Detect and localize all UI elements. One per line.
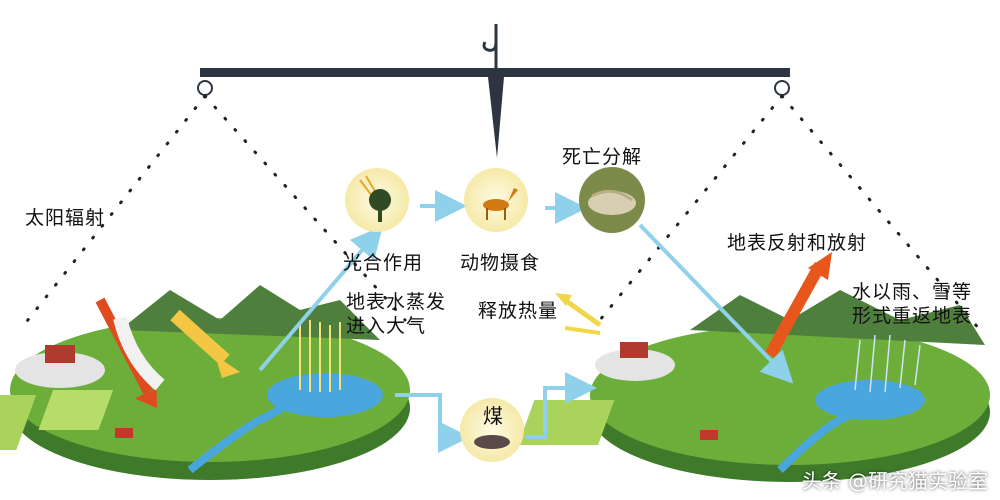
precipitation-return-label: 水以雨、雪等 形式重返地表 <box>852 281 973 327</box>
decomposition-label: 死亡分解 <box>562 146 643 168</box>
scale-hook <box>482 24 498 52</box>
solar-radiation-label: 太阳辐射 <box>25 207 106 229</box>
flow-arrows <box>395 190 794 453</box>
animal-intake-label: 动物摄食 <box>460 252 541 274</box>
balance-scale <box>197 24 790 158</box>
right-landscape <box>518 290 990 482</box>
photosynthesis-label: 光合作用 <box>343 252 424 274</box>
right-pivot-icon <box>774 80 790 96</box>
animal-intake-icon <box>464 168 528 232</box>
surface-reflection-arrow <box>764 252 832 358</box>
solar-radiation-arrows <box>95 225 383 409</box>
rain-streaks-right <box>854 334 921 393</box>
scale-beam <box>200 68 790 77</box>
suspension-lines <box>18 94 982 332</box>
left-landscape <box>0 285 410 480</box>
rain-streaks-left <box>299 320 341 392</box>
heat-release-arrows <box>555 293 602 335</box>
heat-release-label: 释放热量 <box>478 300 559 322</box>
surface-evaporation-label: 地表水蒸发 进入大气 <box>346 291 447 337</box>
photosynthesis-icon <box>345 168 409 232</box>
coal-icon <box>460 398 524 462</box>
left-pivot-icon <box>197 80 213 96</box>
watermark: 头条 @研究猫实验室 <box>801 469 988 493</box>
coal-label: 煤 <box>483 404 504 428</box>
scale-pointer <box>488 77 504 158</box>
surface-reflection-label: 地表反射和放射 <box>727 232 868 254</box>
decomposition-icon <box>579 167 645 233</box>
